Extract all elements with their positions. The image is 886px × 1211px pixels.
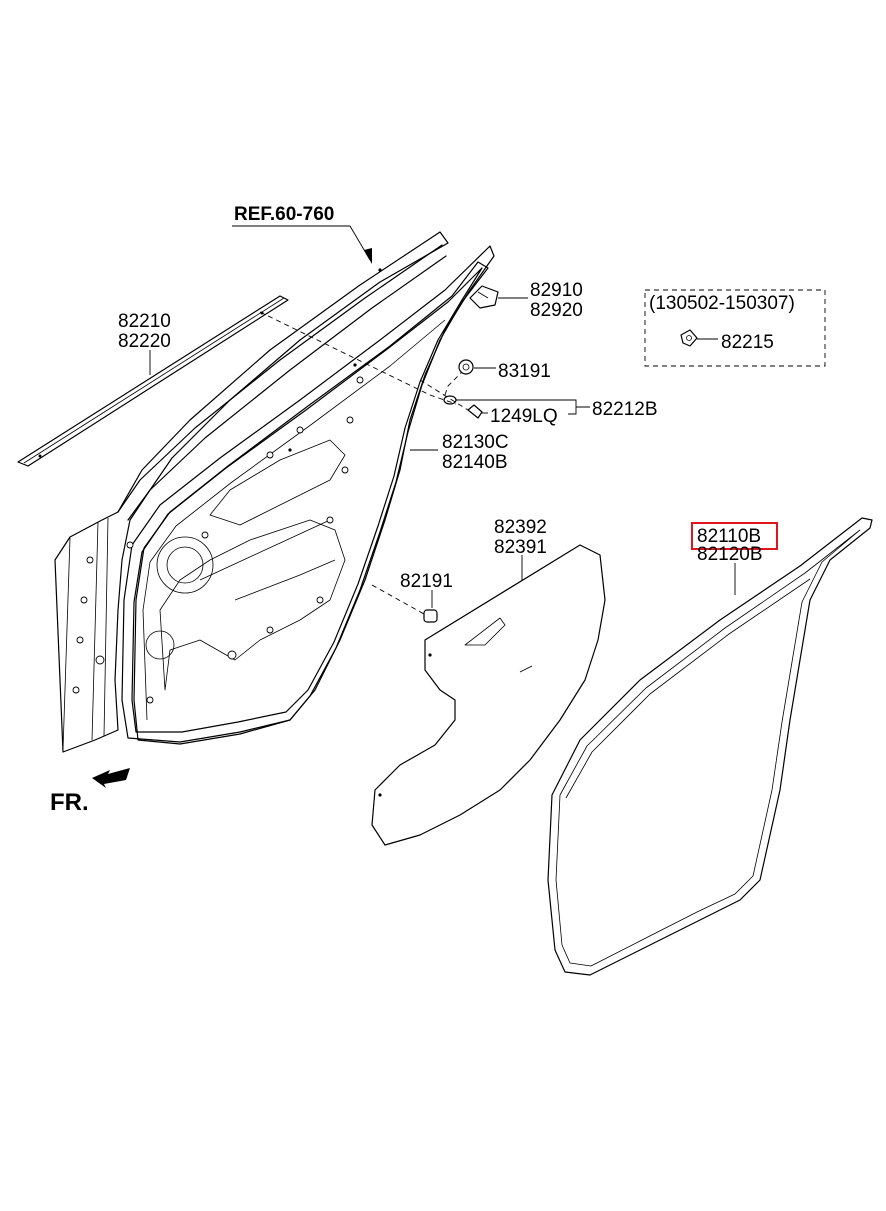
- front-marker-label: FR.: [50, 789, 89, 816]
- part-label-82215[interactable]: 82215: [721, 332, 774, 353]
- part-label-1249LQ[interactable]: 1249LQ: [490, 406, 558, 427]
- ref-label[interactable]: REF.60-760: [234, 204, 334, 225]
- part-label-82220[interactable]: 82220: [118, 331, 171, 352]
- part-label-82210[interactable]: 82210: [118, 311, 171, 332]
- screw-1249LQ: [467, 404, 483, 419]
- part-label-82140B[interactable]: 82140B: [442, 452, 508, 473]
- door-trim-panel: [371, 544, 606, 846]
- part-label-82391[interactable]: 82391: [494, 537, 547, 558]
- bracket-82910: [469, 285, 499, 309]
- part-label-82120B[interactable]: 82120B: [697, 544, 763, 565]
- cap-82191: [423, 609, 438, 623]
- part-label-82910[interactable]: 82910: [530, 280, 583, 301]
- highlight-box: [691, 522, 778, 550]
- body-weatherstrip: [547, 517, 873, 976]
- clip-82215: [680, 329, 698, 347]
- door-side-weatherstrip: [133, 261, 489, 745]
- door-panel: [54, 231, 495, 753]
- leader-lines: [149, 225, 736, 608]
- date-range-label: (130502-150307): [649, 293, 795, 314]
- part-label-82110B[interactable]: 82110B: [697, 526, 761, 547]
- part-label-83191[interactable]: 83191: [498, 361, 551, 382]
- part-label-82392[interactable]: 82392: [494, 517, 547, 538]
- part-label-82920[interactable]: 82920: [530, 300, 583, 321]
- date-range-box: [644, 289, 826, 367]
- front-arrow-icon: [92, 768, 130, 788]
- grommet-83191: [458, 359, 474, 375]
- part-label-82191[interactable]: 82191: [400, 571, 453, 592]
- part-label-82212B[interactable]: 82212B: [592, 399, 658, 420]
- clip-82212B: [443, 395, 457, 405]
- part-label-82130C[interactable]: 82130C: [442, 432, 509, 453]
- dashed-guides: [259, 311, 469, 615]
